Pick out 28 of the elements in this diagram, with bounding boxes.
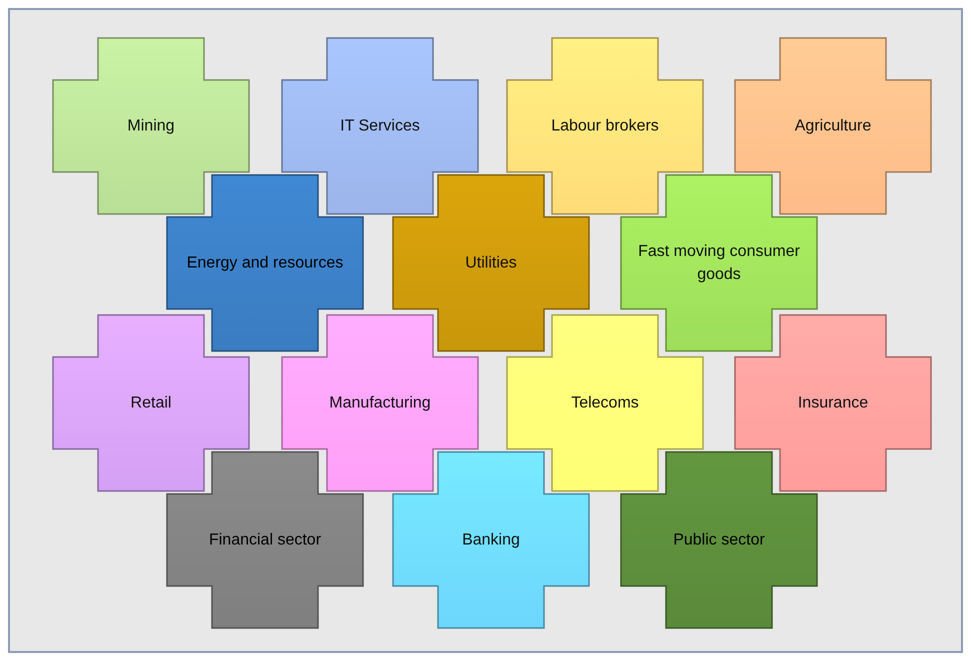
cross-shape (167, 452, 363, 628)
cross-shape (621, 452, 817, 628)
node-label: Financial sector (208, 530, 322, 550)
cross-shape (53, 315, 249, 491)
cross-shape (735, 38, 931, 214)
node-label: Utilities (464, 253, 518, 274)
node-label: Insurance (796, 393, 870, 414)
cross-shape (507, 315, 703, 491)
cross-shape (53, 38, 249, 214)
node-label: Agriculture (794, 116, 872, 136)
node-label: Manufacturing (328, 393, 432, 414)
node-label: IT Services (339, 116, 421, 136)
node-label: Labour brokers (550, 116, 660, 136)
node-label: Energy and resources (186, 253, 344, 274)
node-label: Banking (461, 530, 521, 550)
node-label: Public sector (672, 530, 766, 550)
node-label: Mining (126, 116, 176, 136)
cross-shape (282, 315, 478, 491)
cross-shape (393, 452, 589, 628)
node-label: Fast moving consumer goods (637, 242, 801, 285)
node-label: Telecoms (570, 393, 640, 414)
cross-shape (282, 38, 478, 214)
cross-shape (393, 175, 589, 351)
cross-shape (621, 175, 817, 351)
node-label: Retail (130, 393, 172, 414)
cross-shape (167, 175, 363, 351)
cross-shape (735, 315, 931, 491)
cross-shape (507, 38, 703, 214)
